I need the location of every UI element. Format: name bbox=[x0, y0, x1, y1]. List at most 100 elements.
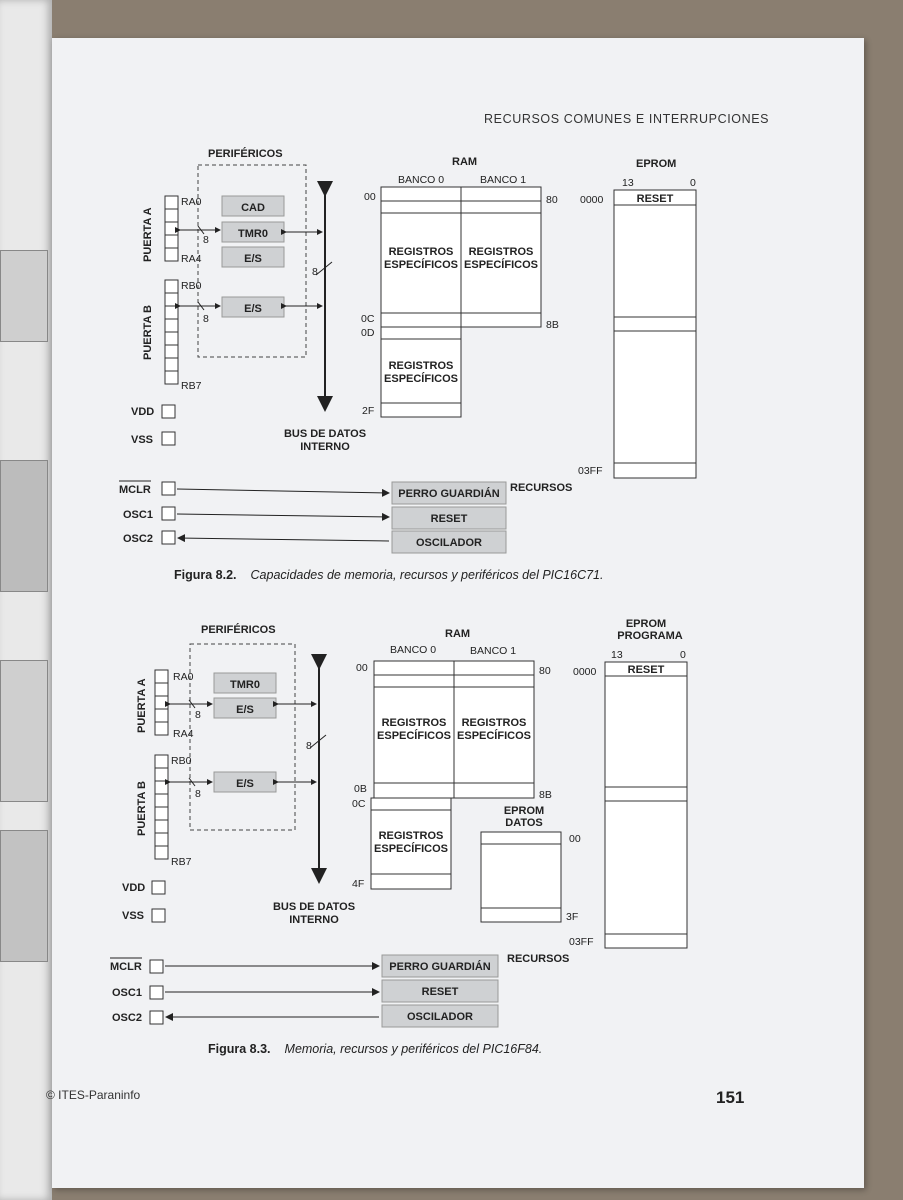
puerta-b-label: PUERTA B bbox=[136, 781, 148, 836]
eprom-datos-label-1: EPROM bbox=[504, 805, 544, 817]
eprom-bit0: 0 bbox=[690, 177, 696, 189]
banco1-label: BANCO 1 bbox=[470, 645, 516, 657]
puerta-b-label: PUERTA B bbox=[142, 305, 154, 360]
registros-b1-1: REGISTROS bbox=[469, 246, 534, 258]
ram-addr-00: 00 bbox=[356, 662, 368, 674]
eprom-map bbox=[613, 189, 697, 479]
facing-page bbox=[0, 0, 52, 1200]
registros-b0-1: REGISTROS bbox=[382, 717, 447, 729]
eprom-programa-label-1: EPROM bbox=[626, 618, 666, 630]
registros-gp-2: ESPECÍFICOS bbox=[374, 842, 448, 855]
rb0-label: RB0 bbox=[171, 755, 192, 767]
osc2-label: OSC2 bbox=[112, 1012, 142, 1024]
caption-number: Figura 8.2. bbox=[174, 568, 237, 582]
rb0-label: RB0 bbox=[181, 280, 202, 292]
eprom-datos-map bbox=[480, 831, 562, 923]
osc1-label: OSC1 bbox=[123, 509, 153, 521]
vdd-label: VDD bbox=[122, 882, 145, 894]
ram-label: RAM bbox=[452, 156, 477, 168]
perifericos-label: PERIFÉRICOS bbox=[201, 623, 276, 636]
recursos-boxes bbox=[381, 954, 499, 1028]
port-a-pins bbox=[154, 669, 169, 736]
publisher-mark: © ITES-Paraninfo bbox=[46, 1088, 141, 1102]
eprom-bit13: 13 bbox=[622, 177, 634, 189]
caption-text: Memoria, recursos y periféricos del PIC1… bbox=[284, 1042, 543, 1056]
ra0-label: RA0 bbox=[181, 196, 202, 208]
registros-gp-1: REGISTROS bbox=[389, 360, 454, 372]
registros-b0-2: ESPECÍFICOS bbox=[384, 258, 458, 271]
ram-addr-80: 80 bbox=[539, 665, 551, 677]
registros-b1-2: ESPECÍFICOS bbox=[457, 729, 531, 742]
module-tmr0: TMR0 bbox=[230, 679, 260, 691]
eprom-addr-0000: 0000 bbox=[573, 666, 597, 678]
eprom-bit13: 13 bbox=[611, 649, 623, 661]
ram-addr-00: 00 bbox=[364, 191, 376, 203]
caption-number: Figura 8.3. bbox=[208, 1042, 271, 1056]
vss-label: VSS bbox=[131, 434, 153, 446]
eprom-reset-cell: RESET bbox=[628, 664, 665, 676]
eprom-addr-03ff: 03FF bbox=[578, 465, 603, 477]
registros-b0-1: REGISTROS bbox=[389, 246, 454, 258]
eprom-addr-0000: 0000 bbox=[580, 194, 604, 206]
osc2-label: OSC2 bbox=[123, 533, 153, 545]
bus-label-1: BUS DE DATOS bbox=[284, 428, 366, 440]
ram-addr-0c: 0C bbox=[361, 313, 375, 325]
figure-8-3-diagram: PERIFÉRICOS PUERTA A RA0 RA4 PUERTA B RB… bbox=[110, 618, 688, 1028]
vss-label: VSS bbox=[122, 910, 144, 922]
eprom-programa-label-2: PROGRAMA bbox=[617, 630, 682, 642]
rb7-label: RB7 bbox=[181, 380, 202, 392]
module-boxes bbox=[213, 672, 277, 793]
ra0-label: RA0 bbox=[173, 671, 194, 683]
ra4-label: RA4 bbox=[173, 728, 194, 740]
module-es-a: E/S bbox=[236, 704, 254, 716]
bus-label-1: BUS DE DATOS bbox=[273, 901, 355, 913]
ram-addr-0c: 0C bbox=[352, 798, 366, 810]
perifericos-box bbox=[189, 643, 296, 831]
caption-text: Capacidades de memoria, recursos y perif… bbox=[250, 568, 604, 582]
osc1-label: OSC1 bbox=[112, 987, 142, 999]
module-es-a: E/S bbox=[244, 253, 262, 265]
registros-gp-1: REGISTROS bbox=[379, 830, 444, 842]
perifericos-label: PERIFÉRICOS bbox=[208, 147, 283, 160]
ram-map bbox=[380, 186, 542, 418]
running-header: RECURSOS COMUNES E INTERRUPCIONES bbox=[484, 112, 770, 126]
banco0-label: BANCO 0 bbox=[398, 174, 444, 186]
bus-label-2: INTERNO bbox=[300, 441, 350, 453]
module-boxes bbox=[221, 195, 285, 318]
perifericos-box bbox=[197, 164, 307, 358]
registros-b1-2: ESPECÍFICOS bbox=[464, 258, 538, 271]
page-number: 151 bbox=[716, 1088, 745, 1107]
eprom-datos-label-2: DATOS bbox=[505, 817, 543, 829]
reset-box: RESET bbox=[431, 513, 468, 525]
figure-8-3-caption: Figura 8.3. Memoria, recursos y periféric… bbox=[208, 1042, 542, 1056]
bus-width-b: 8 bbox=[203, 313, 209, 325]
rb7-label: RB7 bbox=[171, 856, 192, 868]
bus-width-main: 8 bbox=[312, 266, 318, 278]
banco0-label: BANCO 0 bbox=[390, 644, 436, 656]
mclr-label: MCLR bbox=[110, 961, 142, 973]
vdd-label: VDD bbox=[131, 406, 154, 418]
eprom-addr-03ff: 03FF bbox=[569, 936, 594, 948]
oscilador-box: OSCILADOR bbox=[407, 1011, 473, 1023]
figure-8-2-caption: Figura 8.2. Capacidades de memoria, recur… bbox=[174, 568, 603, 582]
figure-8-2-diagram: PERIFÉRICOS PUERTA A RA0 RA4 PUERTA B RB… bbox=[119, 147, 697, 554]
ram-addr-0b: 0B bbox=[354, 783, 367, 795]
ram-label: RAM bbox=[445, 628, 470, 640]
reset-box: RESET bbox=[422, 986, 459, 998]
module-es-b: E/S bbox=[236, 778, 254, 790]
datos-addr-3f: 3F bbox=[566, 911, 578, 923]
bus-width-a: 8 bbox=[195, 709, 201, 721]
module-cad: CAD bbox=[241, 202, 265, 214]
bus-width-main: 8 bbox=[306, 740, 312, 752]
port-b-pins bbox=[154, 754, 169, 860]
eprom-programa-map bbox=[604, 661, 688, 949]
ram-addr-2f: 2F bbox=[362, 405, 374, 417]
eprom-bit0: 0 bbox=[680, 649, 686, 661]
recursos-boxes bbox=[391, 481, 507, 554]
recursos-label: RECURSOS bbox=[510, 482, 572, 494]
module-tmr0: TMR0 bbox=[238, 228, 268, 240]
eprom-reset-cell: RESET bbox=[637, 193, 674, 205]
perro-guardian-box: PERRO GUARDIÁN bbox=[398, 487, 500, 500]
bus-label-2: INTERNO bbox=[289, 914, 339, 926]
bus-width-b: 8 bbox=[195, 788, 201, 800]
